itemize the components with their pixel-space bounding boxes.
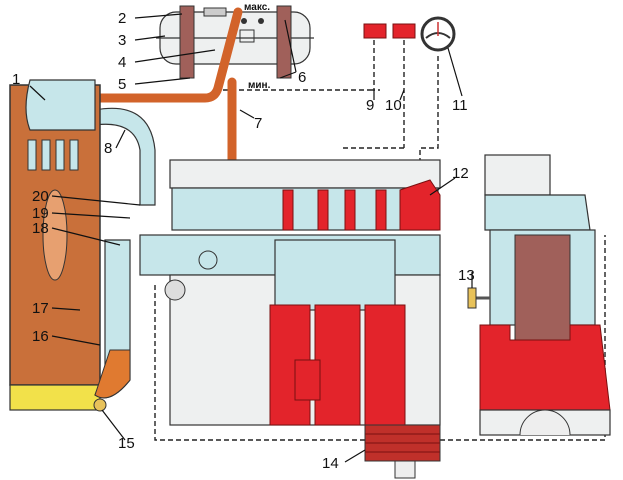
callout-15: 15 (118, 435, 135, 452)
callout-10: 10 (385, 97, 402, 114)
level-max-label: макс. (244, 2, 270, 13)
temperature-gauge (420, 16, 456, 52)
callout-1: 1 (12, 71, 20, 88)
radiator (9, 79, 131, 411)
sensor-9 (363, 23, 387, 39)
callout-9: 9 (366, 97, 374, 114)
callout-19: 19 (32, 205, 49, 222)
drain-tap-13 (467, 287, 490, 309)
callout-6: 6 (298, 69, 306, 86)
engine-side-view (479, 154, 611, 436)
callout-17: 17 (32, 300, 49, 317)
callout-16: 16 (32, 328, 49, 345)
callout-13: 13 (458, 267, 475, 284)
callout-14: 14 (322, 455, 339, 472)
drain-tap-15 (93, 398, 107, 412)
callout-7: 7 (254, 115, 262, 132)
heater-14 (364, 424, 441, 479)
callout-11: 11 (452, 97, 468, 114)
callout-8: 8 (104, 140, 112, 157)
engine-block (139, 159, 441, 426)
callout-12: 12 (452, 165, 469, 182)
callout-4: 4 (118, 54, 126, 71)
callout-5: 5 (118, 76, 126, 93)
callout-3: 3 (118, 32, 126, 49)
sensor-10 (392, 23, 416, 39)
callout-18: 18 (32, 220, 49, 237)
callout-2: 2 (118, 10, 126, 27)
callout-20: 20 (32, 188, 49, 205)
level-min-label: мин. (248, 80, 271, 91)
